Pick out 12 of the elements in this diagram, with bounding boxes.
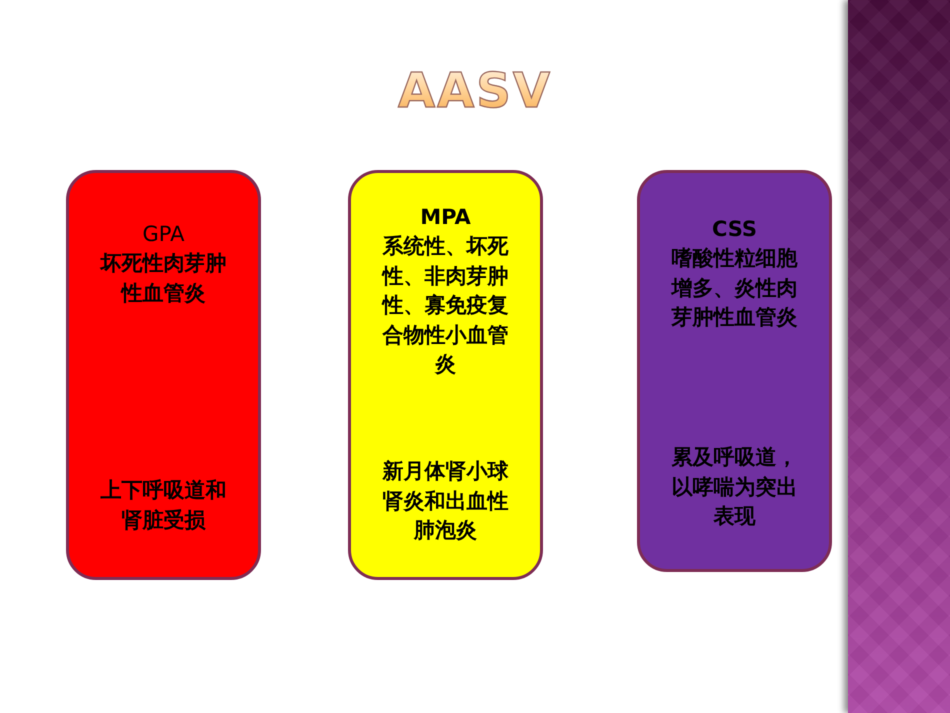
description-text: 嗜酸性粒细胞增多、炎性肉芽肿性血管炎 (670, 245, 799, 331)
description-text: 坏死性肉芽肿性血管炎 (98, 250, 228, 306)
rounded-box (66, 170, 261, 580)
heading-text: GPA (142, 221, 184, 248)
manifestation-text: 累及呼吸道，以哮喘为突出表现 (670, 444, 798, 530)
heading-text: CSS (712, 216, 758, 243)
rounded-box (637, 170, 832, 572)
heading-text: MPA (420, 204, 471, 231)
rounded-box (348, 170, 543, 580)
description-text: 系统性、坏死性、非肉芽肿性、寡免疫复合物性小血管炎 (380, 233, 510, 378)
manifestation-text: 新月体肾小球肾炎和出血性肺泡炎 (381, 458, 510, 544)
manifestation-text: 上下呼吸道和肾脏受损 (100, 477, 228, 534)
